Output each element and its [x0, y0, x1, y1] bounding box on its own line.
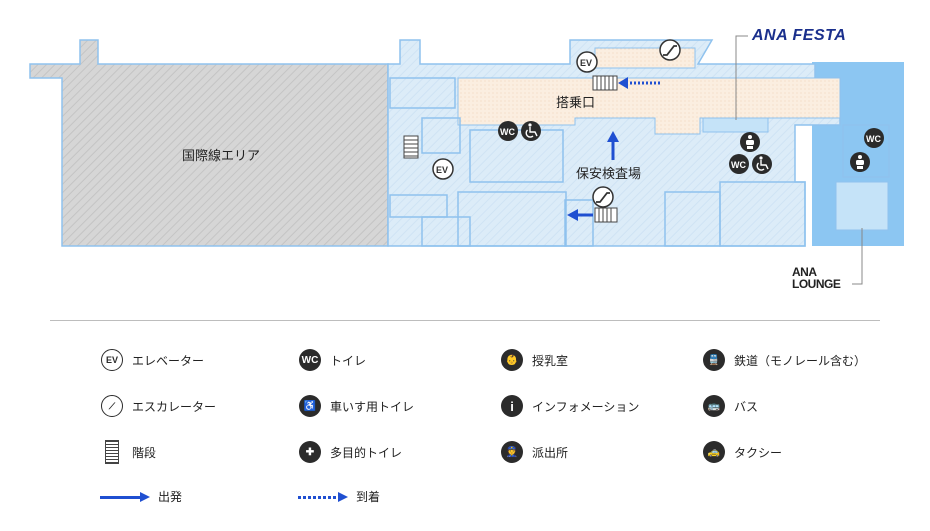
legend-elevator: EV エレベーター — [100, 348, 204, 372]
escalator-icon — [659, 39, 681, 61]
stairs-icon — [594, 207, 618, 223]
legend-label: エスカレーター — [132, 399, 217, 414]
floor-map: 国際線エリア 搭乗口 保安検査場 — [29, 35, 904, 285]
svg-text:WC: WC — [866, 134, 881, 144]
svg-text:EV: EV — [436, 165, 448, 175]
police-box-icon: 👮 — [501, 441, 523, 463]
security-checkpoint-label: 保安検査場 — [576, 167, 641, 182]
legend-label: タクシー — [734, 445, 783, 460]
multipurpose-toilet-icon: ✚ — [299, 441, 321, 463]
ana-lounge-logo: ANA LOUNGE — [792, 265, 841, 291]
legend-info: i インフォメーション — [500, 394, 639, 418]
departure-arrow-up — [607, 131, 619, 160]
legend-label: エレベーター — [132, 353, 205, 368]
bus-icon: 🚌 — [703, 395, 725, 417]
legend-label: トイレ — [330, 353, 367, 368]
legend-taxi: 🚕 タクシー — [702, 440, 782, 464]
svg-text:WC: WC — [731, 160, 746, 170]
legend-bus: 🚌 バス — [702, 394, 758, 418]
wheelchair-icon — [521, 121, 541, 141]
wheelchair-icon — [752, 154, 772, 174]
svg-text:EV: EV — [580, 58, 592, 68]
elevator-icon: EV — [101, 349, 123, 371]
wc-icon: WC — [729, 154, 749, 174]
legend-label: 多目的トイレ — [330, 445, 403, 460]
festa-callout-line — [735, 35, 748, 120]
room-outlines — [389, 77, 890, 247]
legend-nursing: 👶 授乳室 — [500, 348, 568, 372]
legend-label: 到着 — [356, 490, 381, 504]
nursing-room-icon — [850, 152, 870, 172]
legend-divider — [50, 320, 880, 321]
svg-text:WC: WC — [500, 127, 515, 137]
legend-label: 車いす用トイレ — [330, 399, 415, 414]
legend-label: インフォメーション — [532, 399, 640, 414]
ana-lounge-line2: LOUNGE — [792, 277, 841, 291]
elevator-icon: EV — [432, 158, 454, 180]
nursing-room-icon: 👶 — [501, 349, 523, 371]
wheelchair-icon: ♿ — [299, 395, 321, 417]
departure-arrow-icon — [100, 491, 150, 502]
legend-label: 派出所 — [532, 445, 569, 460]
ana-festa-logo: ANA FESTA — [752, 27, 847, 44]
wc-icon: WC — [299, 349, 321, 371]
legend-label: 鉄道（モノレール含む） — [734, 353, 867, 368]
legend-stairs: 階段 — [100, 440, 156, 464]
legend-label: 授乳室 — [532, 353, 569, 368]
stairs-icon — [403, 135, 419, 159]
lounge-callout-line — [852, 228, 863, 285]
nursing-room-icon — [740, 132, 760, 152]
festa-room — [702, 117, 769, 133]
info-icon: i — [501, 395, 523, 417]
arrival-arrow-icon — [298, 491, 348, 502]
escalator-icon: ⟋ — [101, 395, 123, 417]
elevator-icon: EV — [576, 51, 598, 73]
wc-icon: WC — [864, 128, 884, 148]
legend-escalator: ⟋ エスカレーター — [100, 394, 216, 418]
train-icon: 🚆 — [703, 349, 725, 371]
legend-label: 階段 — [132, 445, 157, 460]
legend-multipurpose: ✚ 多目的トイレ — [298, 440, 402, 464]
wc-icon: WC — [498, 121, 518, 141]
legend-label: バス — [734, 399, 759, 414]
escalator-icon — [592, 186, 614, 208]
ana-lounge-line1: ANA — [792, 265, 817, 279]
legend-label: 出発 — [158, 490, 183, 504]
taxi-icon: 🚕 — [703, 441, 725, 463]
legend-wheelchair: ♿ 車いす用トイレ — [298, 394, 414, 418]
international-area — [29, 39, 389, 247]
legend-rail: 🚆 鉄道（モノレール含む） — [702, 348, 866, 372]
boarding-gate-label: 搭乗口 — [556, 95, 595, 111]
stairs-icon — [592, 75, 618, 91]
legend-police: 👮 派出所 — [500, 440, 568, 464]
departure-arrow-left — [567, 209, 593, 221]
lounge-room — [835, 181, 889, 231]
arrival-arrow — [618, 77, 660, 89]
legend-arrival: 到着 — [298, 488, 380, 505]
legend-wc: WC トイレ — [298, 348, 366, 372]
international-area-label: 国際線エリア — [182, 148, 260, 164]
stairs-icon — [105, 440, 119, 464]
legend-departure: 出発 — [100, 488, 182, 505]
